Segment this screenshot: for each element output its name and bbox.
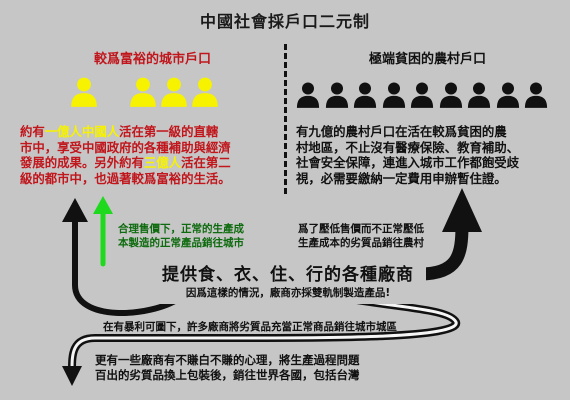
urban-description-line: 發展的成果。另外約有三億人活在第二 [20,155,275,171]
profit-loop-arrow [72,217,183,317]
highlighted-text: 一億人中國人 [44,124,120,139]
urban-description-line: 級的都市中，也過著較爲富裕的生活。 [20,171,275,187]
person-icon [382,80,406,114]
person-icon [496,80,520,114]
rural-description-line: 村地區，不止沒有醫療保險、教育補助、 [296,139,520,155]
urban-description-line: 約有一億人中國人活在第一級的直轄 [20,124,275,140]
description-text: 市中，享受中國政府的各種補助與經濟 [20,139,231,155]
person-icon [439,80,463,114]
green-note-line: 本製造的正常產品銷往城市 [118,237,244,249]
description-text: 發展的成果。另外約有 [20,155,144,170]
rural-description-line: 有九億的農村戶口在活在較爲貧困的農 [296,124,507,139]
highlighted-text: 三億人 [143,155,182,170]
person-icon [191,76,219,112]
person-icon [325,80,349,114]
world-note-line: 更有一些廠商有不賺白不賺的心理，將生產過程問題 [95,353,360,367]
rural-description: 有九億的農村戶口在活在較爲貧困的農 村地區，不止沒有醫療保險、教育補助、 社會安… [296,124,558,186]
urban-hukou-heading: 較爲富裕的城市戶口 [93,52,211,67]
urban-description: 約有一億人中國人活在第一級的直轄市中，享受中國政府的各種補助與經濟發展的成果。另… [20,124,275,186]
rural-arrow-note: 爲了壓低售價而不正常壓低 生產成本的劣質品銷往農村 [298,222,466,250]
description-text: 活在第一級的直轄 [119,124,219,139]
rural-description-line: 視，必需要繳納一定費用申辦暫住證。 [296,170,507,186]
description-text: 活在第二 [181,155,231,170]
description-text: 級的都市中，也過著較爲富裕的生活。 [20,170,231,186]
green-arrow-head [93,196,113,214]
urban-people-group [70,76,260,114]
world-export-note: 更有一些廠商有不賺白不賺的心理，將生產過程問題 百出的劣質品換上包裝後，銷往世界… [95,353,455,383]
green-arrow-note: 合理售價下，正常的生產成 本製造的正常產品銷往城市 [118,222,288,250]
manufacturers-subtext: 因爲這樣的情況，廠商亦採雙軌制製造產品! [185,287,391,299]
world-arrow-head [62,366,82,386]
profit-loop-note: 在有暴利可圖下，許多廠商將劣質品充當正常商品銷往城市城區 [103,321,397,333]
profit-loop-arrow-head [62,198,88,222]
person-icon [296,80,320,114]
person-icon [70,76,98,112]
world-note-line: 百出的劣質品換上包裝後，銷往世界各國，包括台灣 [95,368,360,382]
diagram-title: 中國社會採戶口二元制 [199,12,370,31]
rural-description-line: 社會安全保障，連進入城市工作都飽受歧 [296,155,520,170]
person-icon [467,80,491,114]
urban-description-line: 市中，享受中國政府的各種補助與經濟 [20,140,275,156]
person-icon [160,76,188,112]
rural-arrow-head [442,188,482,232]
rural-hukou-heading: 極端貧困的農村戶口 [368,52,486,67]
person-icon [129,76,157,112]
description-text: 約有 [20,124,45,139]
dashed-divider [284,44,287,194]
person-icon [524,80,548,114]
green-note-line: 合理售價下，正常的生產成 [118,223,244,235]
person-icon [410,80,434,114]
world-loop-arrow [70,288,458,372]
rural-people-group [296,80,566,114]
person-icon [353,80,377,114]
dark-note-line: 生產成本的劣質品銷往農村 [298,237,424,249]
manufacturers-box [150,258,426,304]
manufacturers-heading: 提供食、衣、住、行的各種廠商 [162,265,414,285]
dark-note-line: 爲了壓低售價而不正常壓低 [298,223,424,235]
rural-big-arrow [413,218,469,281]
